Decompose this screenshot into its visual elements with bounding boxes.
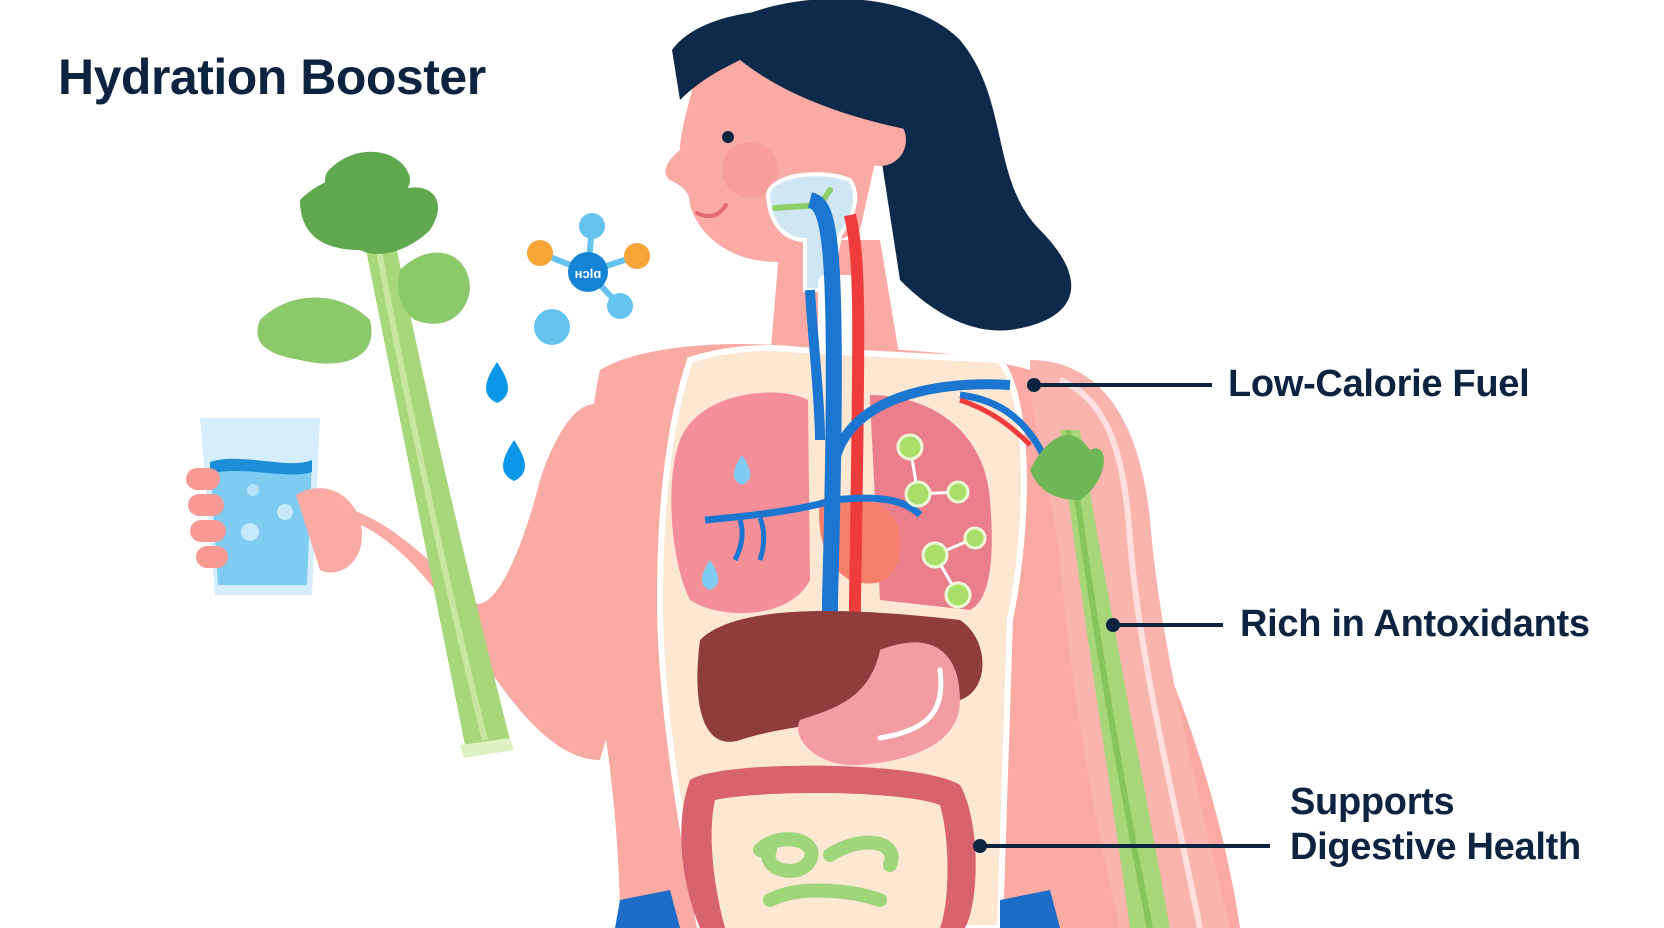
molecule-icon: ʜɔlɑ [527, 213, 650, 345]
pants [615, 890, 680, 928]
water-droplet-icon [503, 440, 525, 481]
callout-low-calorie-fuel: Low-Calorie Fuel [1228, 363, 1530, 405]
callout-line-digestive [980, 844, 1270, 848]
callout-supports-digestive-health: Supports Digestive Health [1290, 780, 1581, 870]
celery-icon [257, 151, 514, 758]
water-glass-icon [200, 418, 320, 595]
callout-rich-in-antioxidants: Rich in Antoxidants [1240, 603, 1590, 645]
callout-line-antioxidants [1113, 623, 1223, 627]
small-intestine [753, 832, 899, 907]
callout-line-low-calorie [1034, 383, 1212, 387]
svg-text:ʜɔlɑ: ʜɔlɑ [575, 266, 602, 281]
water-droplet-icon [486, 362, 508, 403]
stomach [798, 642, 960, 766]
page-title: Hydration Booster [58, 49, 486, 105]
left-arm [300, 403, 640, 760]
callout-digestive-line1: Supports [1290, 781, 1455, 823]
callout-digestive-line2: Digestive Health [1290, 825, 1581, 868]
antioxidant-molecule-icon [896, 433, 987, 609]
left-lung [671, 392, 810, 614]
